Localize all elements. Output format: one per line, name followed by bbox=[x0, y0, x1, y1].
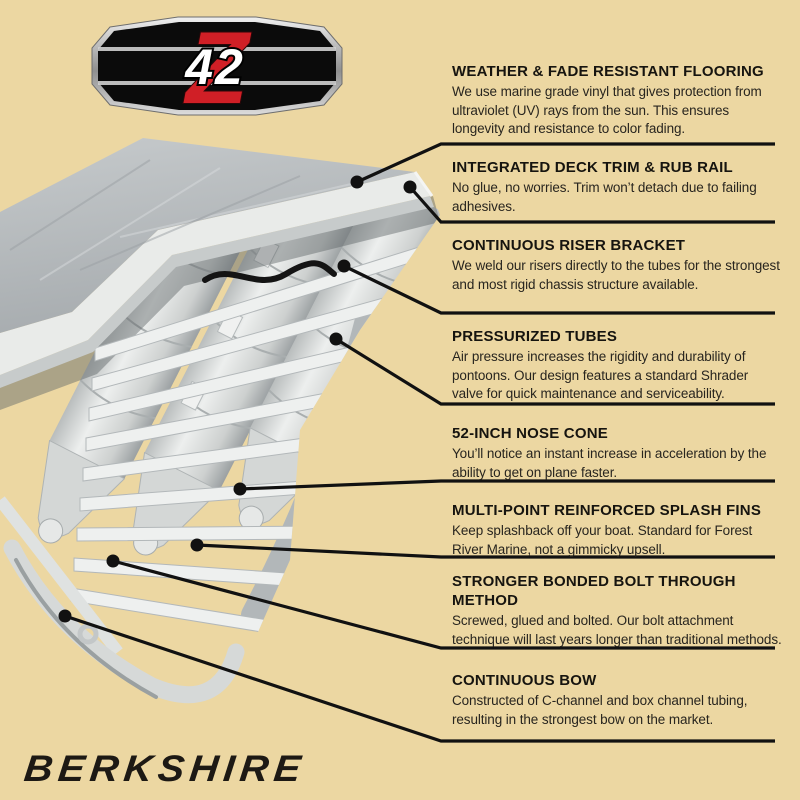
deck-fascia bbox=[0, 172, 430, 375]
feature-title: INTEGRATED DECK TRIM & RUB RAIL bbox=[452, 159, 733, 176]
feature-callout-deck-trim: INTEGRATED DECK TRIM & RUB RAIL No glue,… bbox=[452, 158, 782, 216]
badge-field bbox=[98, 22, 336, 110]
badge-letter-z: Z bbox=[183, 14, 252, 118]
deck-flooring bbox=[0, 138, 415, 333]
feature-description: We use marine grade vinyl that gives pro… bbox=[452, 84, 762, 136]
feature-title: 52-INCH NOSE CONE bbox=[452, 425, 608, 442]
berkshire-wordmark: BERKSHIRE bbox=[22, 748, 309, 789]
feature-title: STRONGER BONDED BOLT THROUGH METHOD bbox=[452, 573, 736, 609]
deck-trim-edge bbox=[413, 171, 434, 197]
feature-callout-pressurized-tubes: PRESSURIZED TUBES Air pressure increases… bbox=[452, 327, 782, 404]
badge-number-42: 42 bbox=[184, 39, 245, 95]
feature-callout-riser-bracket: CONTINUOUS RISER BRACKET We weld our ris… bbox=[452, 236, 782, 294]
feature-title: MULTI-POINT REINFORCED SPLASH FINS bbox=[452, 502, 762, 519]
callout-lines bbox=[64, 142, 775, 743]
feature-description: No glue, no worries. Trim won’t detach d… bbox=[452, 180, 757, 214]
feature-description: You’ll notice an instant increase in acc… bbox=[452, 446, 767, 480]
bow-eyelet bbox=[77, 623, 99, 645]
feature-title: WEATHER & FADE RESISTANT FLOORING bbox=[452, 63, 764, 80]
feature-callout-flooring: WEATHER & FADE RESISTANT FLOORING We use… bbox=[452, 62, 782, 139]
callout-dots bbox=[58, 175, 417, 623]
bow-frame bbox=[3, 539, 245, 704]
feature-callout-nose-cone: 52-INCH NOSE CONE You’ll notice an insta… bbox=[452, 424, 782, 482]
feature-callout-continuous-bow: CONTINUOUS BOW Constructed of C-channel … bbox=[452, 671, 782, 729]
feature-description: We weld our risers directly to the tubes… bbox=[452, 258, 780, 292]
z42-badge: Z 42 bbox=[91, 14, 343, 118]
feature-description: Keep splashback off your boat. Standard … bbox=[452, 523, 753, 557]
feature-title: CONTINUOUS RISER BRACKET bbox=[452, 237, 686, 254]
flooring-texture bbox=[9, 159, 361, 281]
feature-description: Screwed, glued and bolted. Our bolt atta… bbox=[452, 613, 782, 647]
feature-description: Constructed of C-channel and box channel… bbox=[452, 693, 748, 727]
deck-fascia-edge bbox=[0, 196, 434, 388]
feature-title: CONTINUOUS BOW bbox=[452, 672, 597, 689]
feature-title: PRESSURIZED TUBES bbox=[452, 328, 618, 345]
feature-description: Air pressure increases the rigidity and … bbox=[452, 349, 749, 401]
feature-callout-bolt-through: STRONGER BONDED BOLT THROUGH METHOD Scre… bbox=[452, 572, 782, 649]
feature-callout-splash-fins: MULTI-POINT REINFORCED SPLASH FINS Keep … bbox=[452, 501, 782, 559]
cable bbox=[202, 260, 337, 283]
